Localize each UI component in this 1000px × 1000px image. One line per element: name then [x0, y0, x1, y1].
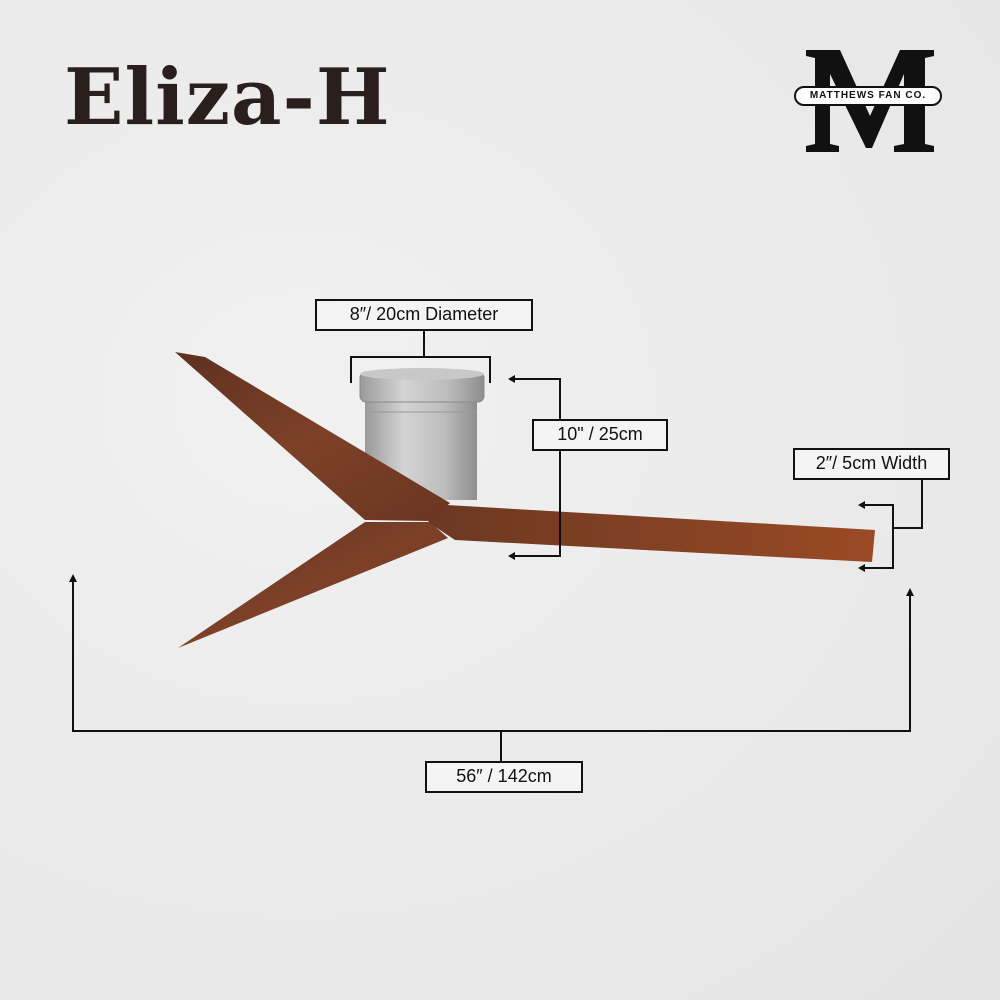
fan-motor-housing [359, 368, 485, 500]
product-title: Eliza-H [64, 52, 391, 143]
dimension-lines [72, 330, 923, 762]
arrowheads [69, 375, 914, 596]
fan-blade-upper-left [175, 352, 450, 521]
height-label: 10" / 25cm [532, 419, 668, 451]
diameter-label: 8″/ 20cm Diameter [315, 299, 533, 331]
logo-letter-m-icon [806, 50, 934, 152]
logo-text: MATTHEWS FAN CO. [794, 86, 942, 106]
fan-blade-lower-left [178, 522, 448, 648]
fan-blade-right [428, 505, 875, 562]
brand-logo: MATTHEWS FAN CO. [794, 48, 942, 154]
span-label: 56″ / 142cm [425, 761, 583, 793]
blade-width-label: 2″/ 5cm Width [793, 448, 950, 480]
